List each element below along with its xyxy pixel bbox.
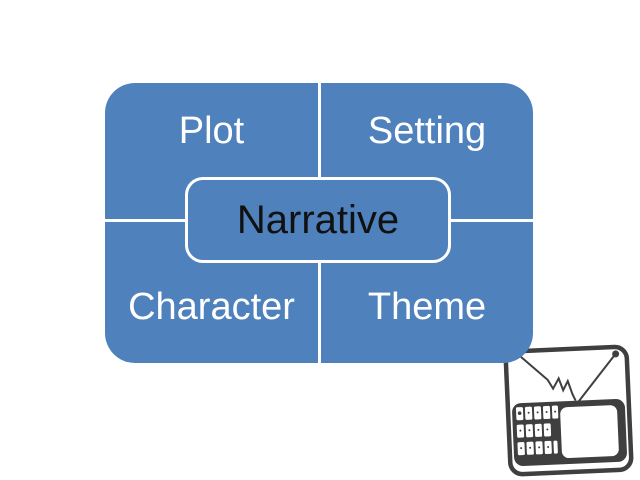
quadrant-theme: Theme: [321, 263, 533, 351]
narrative-matrix-diagram: Plot Setting Character Theme Narrative: [105, 83, 533, 363]
device-keypad: [515, 405, 559, 456]
tv-with-antenna-keypad-icon: [503, 344, 634, 477]
zigzag-antenna-icon: [512, 349, 577, 402]
straight-antenna-icon: [576, 354, 616, 404]
quadrant-setting-label: Setting: [367, 109, 487, 152]
center-title-box: Narrative: [185, 177, 451, 263]
antenna-tip-dot: [612, 350, 620, 358]
quadrant-setting: Setting: [321, 83, 533, 178]
quadrant-theme-label: Theme: [367, 286, 487, 328]
quadrant-plot-label: Plot: [178, 109, 245, 152]
quadrant-plot: Plot: [105, 83, 318, 178]
quadrant-character: Character: [105, 263, 318, 351]
quadrant-character-label: Character: [128, 286, 295, 328]
center-title: Narrative: [236, 198, 400, 242]
device-screen: [560, 405, 619, 459]
